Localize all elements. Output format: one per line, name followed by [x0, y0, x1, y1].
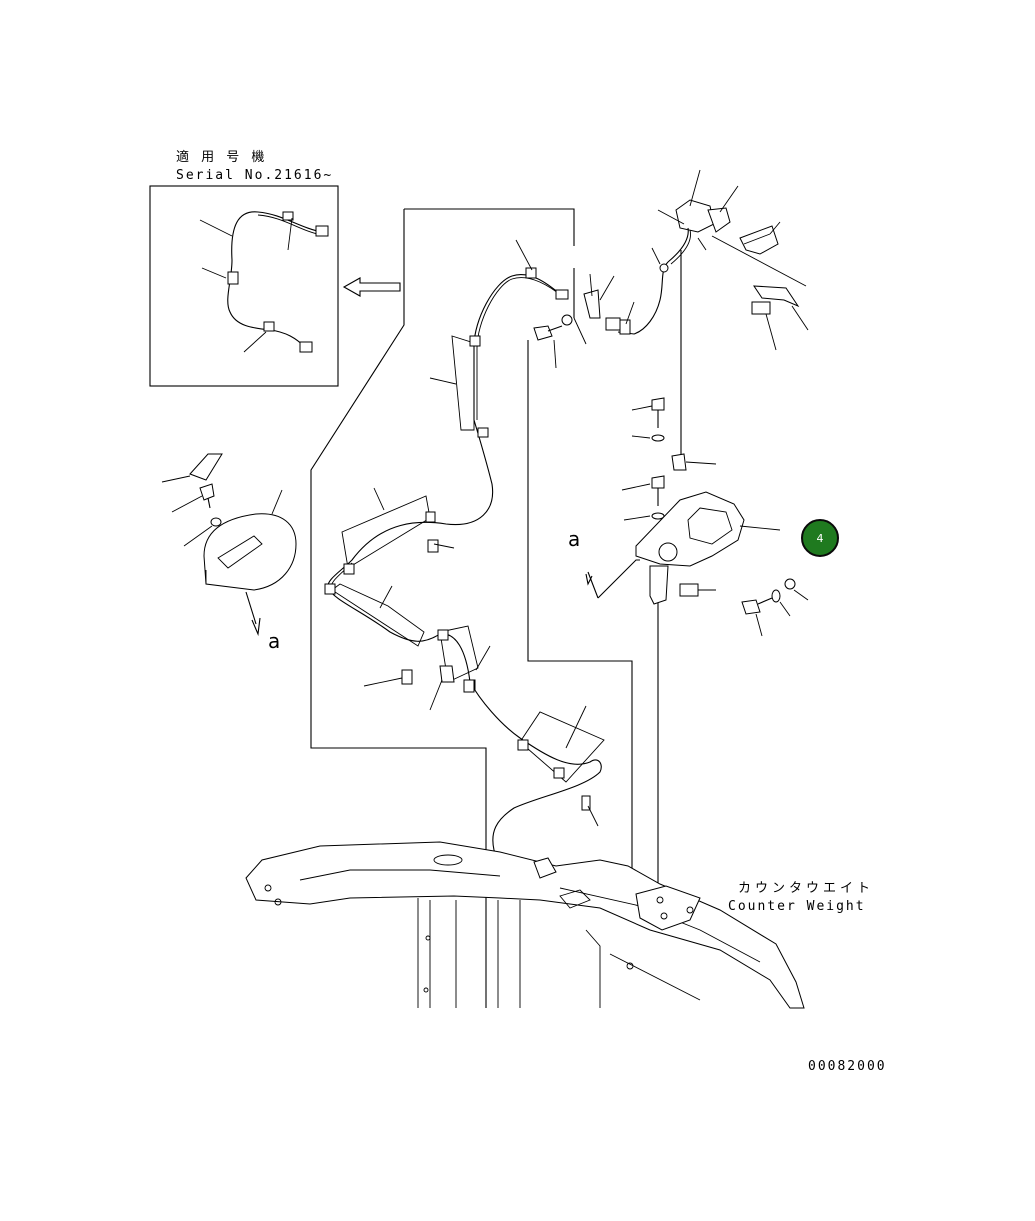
section-outline-left [310, 209, 487, 1008]
connector-clip [619, 319, 631, 335]
clip-top [525, 267, 537, 279]
grab-handle [739, 225, 779, 255]
inset-clamp [227, 271, 239, 285]
bracket-callout-3 [331, 583, 425, 647]
inset-harness [227, 211, 323, 349]
washer-1 [651, 434, 665, 442]
inset-title-jp: 適 用 号 機 [176, 149, 268, 165]
inset-clip [282, 211, 294, 221]
switch-connector [605, 317, 621, 331]
switch-grommet [659, 263, 669, 273]
callout-circle[interactable] [801, 519, 839, 557]
inset-connector-top [315, 225, 329, 237]
bracket-callout-2 [341, 495, 431, 569]
drawing-number: 00082000 [808, 1059, 887, 1074]
loose-clip-5 [581, 795, 591, 811]
bolt-head-3 [741, 599, 761, 615]
leader-lines [363, 239, 599, 827]
small-clip [671, 453, 687, 471]
bolt-shank-top [547, 325, 563, 332]
clip-1 [469, 335, 481, 347]
section-outline-right [527, 268, 633, 880]
bracket-plate [635, 491, 745, 567]
counterweight-label-jp: カウンタウエイト [738, 881, 874, 896]
inset-panel: 適 用 号 機 Serial No.21616~ [149, 149, 339, 387]
bracket-callout-4 [439, 625, 479, 683]
inset-connector-bottom [299, 341, 313, 353]
pad [751, 301, 771, 315]
bolt-head-top [533, 325, 553, 341]
pin-washer [210, 517, 222, 527]
switch-pad [189, 453, 223, 481]
frame-clip [533, 857, 557, 879]
bracket-assembly: a [568, 397, 809, 637]
counterweight-boss [635, 885, 701, 931]
frame-top [245, 841, 805, 1009]
washer-top [561, 314, 573, 326]
section-outline-top [404, 208, 575, 246]
revolving-frame [245, 841, 805, 1009]
harness-connector [555, 289, 569, 300]
clip-5 [324, 583, 336, 595]
seat-cover-assembly: a [161, 453, 297, 653]
view-marker-left: a [268, 629, 280, 653]
clip-8 [517, 739, 529, 751]
callout-number[interactable]: 4 [817, 532, 824, 545]
stay-bracket [583, 289, 601, 319]
bracket-callout-1 [451, 335, 475, 431]
switch-cable [617, 227, 689, 335]
main-harness [327, 274, 602, 877]
mount-plate [753, 285, 800, 308]
view-marker-right: a [568, 527, 580, 551]
loose-clip-2 [401, 669, 413, 685]
loose-clip-3 [439, 665, 455, 683]
inset-frame [149, 185, 339, 387]
loose-clip-1 [427, 539, 439, 553]
washer-2 [651, 512, 665, 520]
frame-hole [433, 854, 463, 866]
switch-body [675, 199, 715, 233]
bracket-leg [649, 565, 669, 605]
switch-cover [707, 207, 731, 233]
loose-clip-4 [463, 679, 475, 693]
nut [784, 578, 796, 590]
callout-badge[interactable]: 4 [801, 519, 839, 557]
inset-arrow [342, 277, 401, 297]
clip-9 [553, 767, 565, 779]
bolt-head-1 [651, 397, 665, 411]
counterweight-label-en: Counter Weight [728, 899, 866, 914]
washer-3 [771, 589, 781, 603]
bracket-callout-5 [519, 711, 605, 783]
clip-4 [343, 563, 355, 575]
inset-serial: Serial No.21616~ [176, 168, 333, 183]
clip-3 [425, 511, 436, 523]
clip-2 [477, 427, 489, 438]
bracket-hole [658, 542, 678, 562]
pin [199, 483, 215, 501]
cushion [679, 583, 699, 597]
inset-clip-2 [263, 321, 275, 332]
bolt-head-2 [651, 475, 665, 489]
switch-assembly [533, 169, 809, 369]
clip-6 [437, 629, 449, 641]
